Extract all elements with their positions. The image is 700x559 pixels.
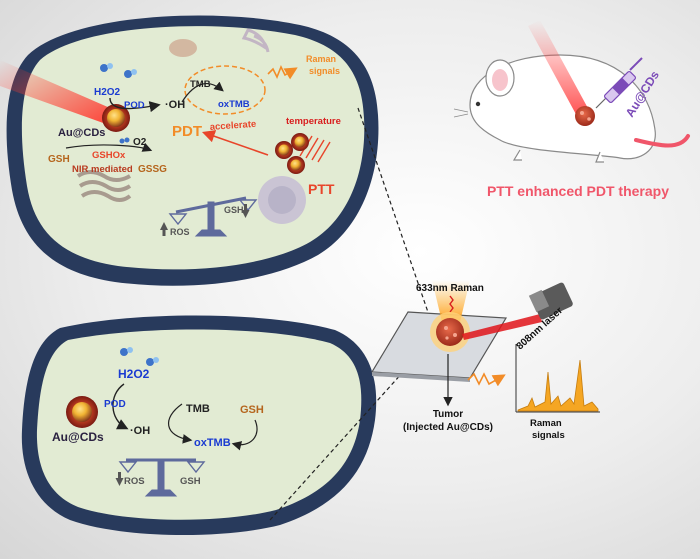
raman-spectrum-plot [515,344,600,413]
gshox-arrow [65,142,153,152]
temperature-label: temperature [286,116,341,127]
h2o2-label-top: H2O2 [94,87,121,98]
nir-mediated-label: NIR mediated [72,164,133,175]
nir-laser-beam [462,314,542,340]
oxtmb-label-top: oxTMB [218,99,250,110]
gsh-arrow-bottom [231,419,258,451]
tumor-label-2: (Injected Au@CDs) [403,422,493,433]
gsh-balance-label-top: GSH [224,205,244,215]
mouse-illustration [453,54,690,163]
o2-label: O2 [133,137,147,148]
golgi-icon [241,28,270,53]
oh-label-top: ·OH [165,99,185,111]
o2-icon [119,137,130,144]
raman-laser-label: 633nm Raman [416,283,484,294]
tmb-label-bottom: TMB [186,403,210,415]
molecule-icon-bottom [120,347,159,366]
gshox-label: GSHOx [92,150,126,161]
balance-scale-bottom [118,458,206,497]
laser-device-icon [528,282,573,320]
zoom-line-top [357,107,431,319]
tmb-cycle-ellipse [184,65,266,115]
oxtmb-label-bottom: oxTMB [194,437,231,449]
h2o2-label-bottom: H2O2 [118,367,150,381]
molecule-icon-top [100,63,137,78]
tumor-sample [430,312,470,352]
gsh-label-bottom: GSH [240,404,264,416]
pod-label-bottom: POD [104,399,126,410]
raman-label-top-1: Raman [306,54,336,64]
gsh-balance-label-bottom: GSH [180,476,201,487]
balance-scale-top [168,196,258,237]
ros-up-arrow-icon [160,222,168,236]
mouse-caption: PTT enhanced PDT therapy [487,183,669,199]
aucds-particle-bottom [66,396,98,428]
organelles-top [76,28,306,224]
ptt-label: PTT [308,181,335,197]
pdt-label: PDT [172,123,202,140]
gsh-down-arrow-icon [241,204,250,218]
tmb-arrow-top [181,81,224,103]
raman-spectrum-curve [517,359,599,412]
pod-arrow-top [109,97,161,113]
ros-down-arrow-icon [115,472,124,486]
tumor-label-1: Tumor [433,409,463,420]
tmb-arrow-bottom [167,403,193,444]
laser-beam-mouse [528,20,590,118]
raman-label-top-2: signals [309,66,340,76]
ros-label-bottom: ROS [124,476,145,487]
raman-signals-label-2: signals [532,430,565,441]
er-icon [76,170,132,202]
aucds-particle-top [102,104,130,132]
aucds-label-top: Au@CDs [58,127,105,139]
oh-label-bottom: ·OH [130,425,150,437]
gsh-label-top: GSH [48,154,70,165]
mitochondrion-icon [169,39,197,57]
pod-arrow-bottom [112,383,129,430]
raman-output-arrow [467,372,506,387]
ros-label-top: ROS [170,227,190,237]
syringe-icon [595,57,643,109]
laser-beam-top [0,60,110,124]
gssg-label: GSSG [138,164,167,175]
aucds-label-bottom: Au@CDs [52,430,104,444]
raman-laser-beam [432,280,470,322]
glass-slide-edge [372,372,470,382]
tumor-on-mouse [575,106,595,126]
raman-signal-arrow-top [267,65,298,80]
ptt-particles [275,133,309,174]
raman-squiggle-icon [449,295,454,313]
accelerate-arrow [201,130,269,156]
raman-signals-label-1: Raman [530,418,562,429]
pod-label-top: POD [124,100,145,111]
accelerate-label: accelerate [209,119,256,133]
